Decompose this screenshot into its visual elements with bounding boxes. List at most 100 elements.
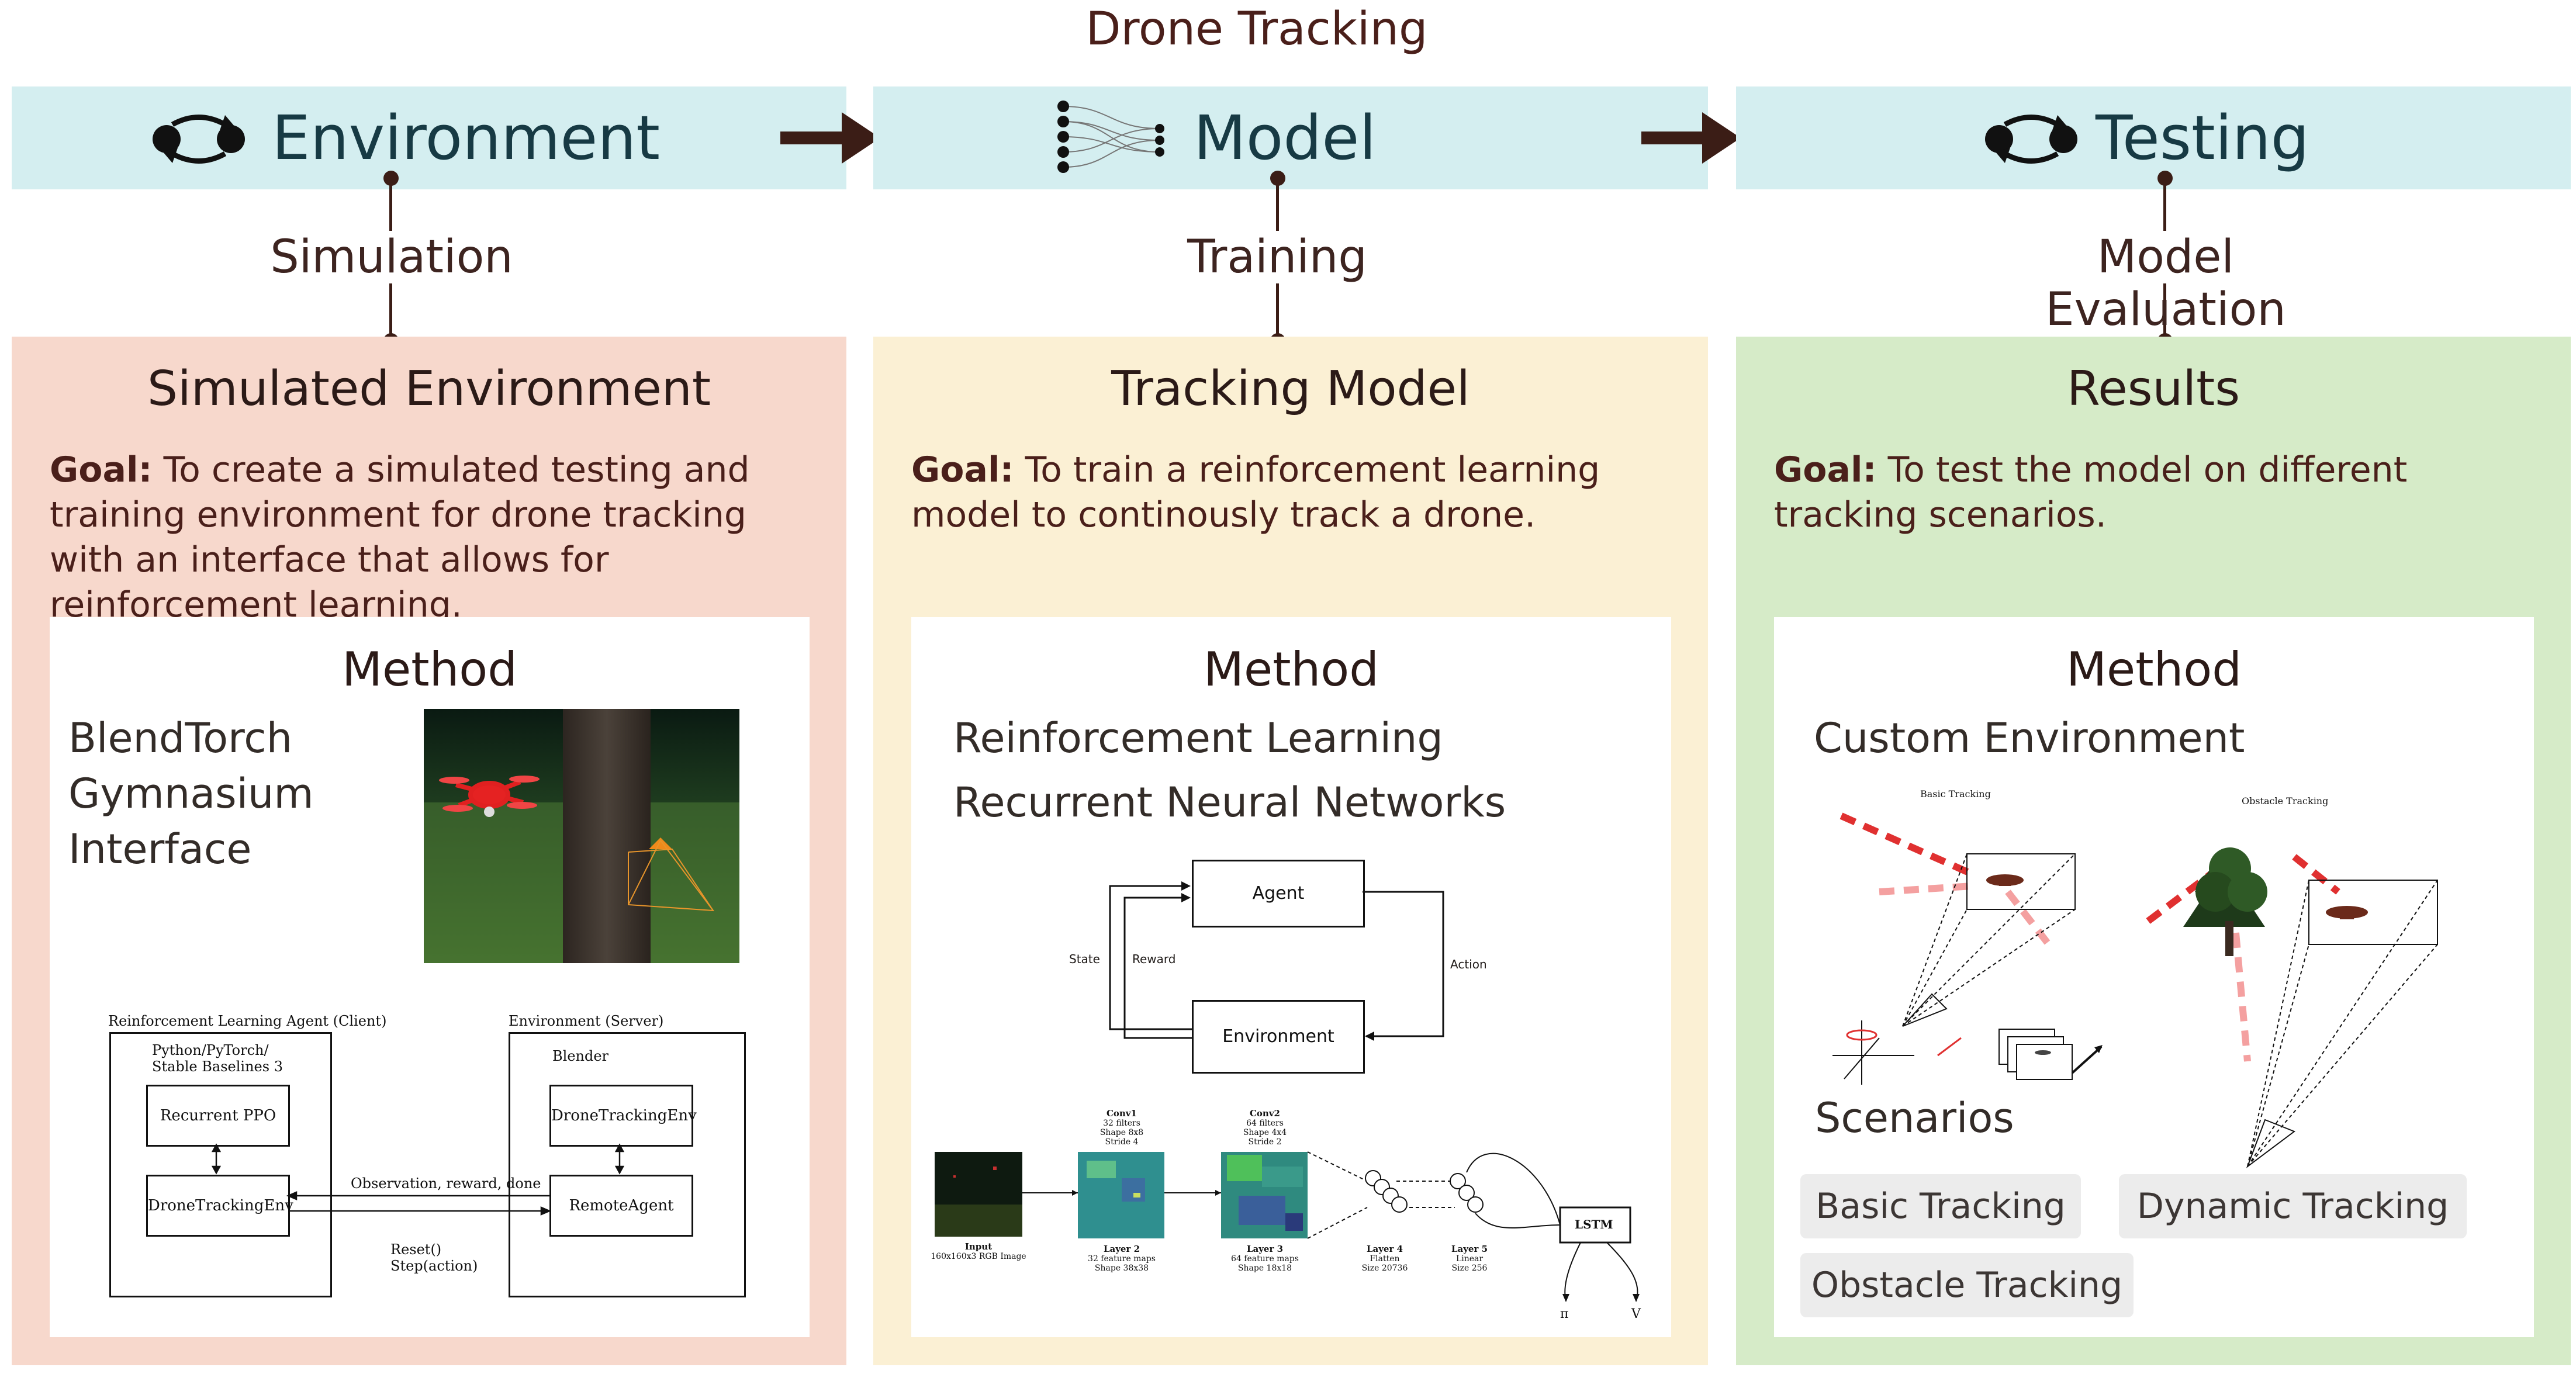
flow-arrow-shaft-2 bbox=[1641, 131, 1706, 144]
layer5-line: Linear bbox=[1455, 1254, 1484, 1264]
method-title: Method bbox=[1203, 642, 1379, 697]
rl-loop-arrows bbox=[1109, 881, 1444, 1041]
method-item: Interface bbox=[68, 825, 252, 873]
diagram-title: Drone Tracking bbox=[1085, 3, 1428, 56]
method-title: Method bbox=[2066, 642, 2242, 697]
layer4-line: Size 20736 bbox=[1361, 1264, 1408, 1273]
connector-dot bbox=[1270, 171, 1285, 186]
layer3-title: Layer 3 bbox=[1246, 1244, 1284, 1254]
client-subtitle: Stable Baselines 3 bbox=[152, 1058, 283, 1075]
conv2-line: Stride 2 bbox=[1248, 1137, 1282, 1147]
agent-box: Agent bbox=[1192, 860, 1365, 927]
goal-description: To create a simulated testing and traini… bbox=[50, 449, 750, 625]
layer5-line: Size 256 bbox=[1451, 1264, 1488, 1273]
recurrent-ppo-box: Recurrent PPO bbox=[146, 1085, 290, 1147]
panel-simulated-environment: Simulated Environment Goal: To create a … bbox=[12, 337, 846, 1365]
method-card: Method Custom Environment Basic Tracking… bbox=[1774, 617, 2534, 1337]
environment-box: Environment bbox=[1192, 1000, 1365, 1074]
output-pi: π bbox=[1560, 1307, 1569, 1321]
layer4-line: Flatten bbox=[1370, 1254, 1400, 1264]
layer2-line: 32 feature maps bbox=[1088, 1254, 1156, 1264]
connector-dot bbox=[383, 171, 399, 186]
network-diagram bbox=[935, 1151, 1640, 1302]
remote-agent-box: RemoteAgent bbox=[549, 1175, 693, 1237]
server-box bbox=[509, 1032, 746, 1297]
server-subtitle: Blender bbox=[552, 1048, 609, 1064]
reward-label: Reward bbox=[1132, 952, 1176, 966]
method-card: Method Reinforcement Learning Recurrent … bbox=[911, 617, 1671, 1337]
conv1-line: Stride 4 bbox=[1105, 1137, 1139, 1147]
scenario-illustrations bbox=[1832, 812, 2438, 1168]
step-testing-label: Testing bbox=[2096, 102, 2309, 174]
method-item: BlendTorch bbox=[68, 714, 293, 762]
goal-label: Goal: bbox=[50, 449, 153, 490]
scenarios-title: Scenarios bbox=[1815, 1094, 2014, 1142]
input-title: Input bbox=[964, 1241, 993, 1252]
conv1-title: Conv1 bbox=[1106, 1108, 1137, 1119]
conv1-line: Shape 8x8 bbox=[1099, 1128, 1144, 1137]
goal-text: Goal: To train a reinforcement learning … bbox=[911, 448, 1689, 538]
goal-label: Goal: bbox=[911, 449, 1014, 490]
cycle-icon bbox=[153, 115, 245, 164]
step-model-label: Model bbox=[1194, 102, 1377, 174]
message-reset: Reset() bbox=[390, 1241, 442, 1258]
step-testing-bar: Testing bbox=[1736, 86, 2571, 189]
stage-training: Training bbox=[1163, 231, 1391, 283]
panel-title: Results bbox=[2066, 361, 2240, 417]
method-item: Reinforcement Learning bbox=[953, 714, 1443, 762]
scenario-obstacle-tracking: Obstacle Tracking bbox=[1800, 1253, 2134, 1317]
cycle-icon bbox=[1985, 115, 2077, 164]
client-subtitle: Python/PyTorch/ bbox=[152, 1042, 269, 1058]
input-subtitle: 160x160x3 RGB Image bbox=[931, 1252, 1026, 1261]
layer3-line: Shape 18x18 bbox=[1237, 1264, 1292, 1273]
server-title: Environment (Server) bbox=[509, 1013, 664, 1029]
panel-results: Results Goal: To test the model on diffe… bbox=[1736, 337, 2571, 1365]
state-label: State bbox=[1069, 952, 1100, 966]
flow-arrow-2 bbox=[1702, 112, 1741, 164]
conv1-line: 32 filters bbox=[1103, 1119, 1140, 1128]
layer4-title: Layer 4 bbox=[1366, 1244, 1403, 1254]
layer2-line: Shape 38x38 bbox=[1094, 1264, 1149, 1273]
stage-model-evaluation: Model Evaluation bbox=[1976, 231, 2356, 336]
flow-arrow-shaft-1 bbox=[780, 131, 845, 144]
step-model-bar: Model bbox=[873, 86, 1708, 189]
conv2-line: 64 filters bbox=[1246, 1119, 1284, 1128]
panel-title: Simulated Environment bbox=[147, 361, 711, 417]
panel-title: Tracking Model bbox=[1111, 361, 1470, 417]
message-observation: Observation, reward, done bbox=[351, 1175, 541, 1192]
client-title: Reinforcement Learning Agent (Client) bbox=[108, 1013, 387, 1029]
method-item: Recurrent Neural Networks bbox=[953, 778, 1506, 826]
output-v: V bbox=[1631, 1307, 1641, 1321]
step-environment-label: Environment bbox=[272, 102, 661, 174]
lstm-label: LSTM bbox=[1575, 1217, 1613, 1231]
connector-dot bbox=[2157, 171, 2173, 186]
goal-description: To test the model on different tracking … bbox=[1774, 449, 2408, 535]
method-item: Custom Environment bbox=[1814, 714, 2245, 762]
method-item: Gymnasium bbox=[68, 770, 314, 818]
panel-tracking-model: Tracking Model Goal: To train a reinforc… bbox=[873, 337, 1708, 1365]
conv2-title: Conv2 bbox=[1249, 1108, 1280, 1119]
server-env-box: DroneTrackingEnv bbox=[549, 1085, 697, 1147]
method-card: Method BlendTorch Gymnasium Interface bbox=[50, 617, 810, 1337]
neural-network-icon bbox=[1057, 101, 1164, 173]
goal-description: To train a reinforcement learning model … bbox=[911, 449, 1600, 535]
client-env-box: DroneTrackingEnv bbox=[146, 1175, 293, 1237]
method-title: Method bbox=[341, 642, 518, 697]
message-step: Step(action) bbox=[390, 1258, 478, 1274]
architecture-arrows bbox=[211, 1143, 625, 1216]
scenario-basic-tracking: Basic Tracking bbox=[1800, 1174, 2081, 1238]
client-box bbox=[109, 1032, 332, 1297]
simulation-render-image bbox=[424, 709, 739, 963]
layer3-line: 64 feature maps bbox=[1231, 1254, 1299, 1264]
basic-tracking-caption: Basic Tracking bbox=[1920, 788, 1991, 800]
scenario-dynamic-tracking: Dynamic Tracking bbox=[2119, 1174, 2467, 1238]
layer2-title: Layer 2 bbox=[1103, 1244, 1140, 1254]
layer5-title: Layer 5 bbox=[1451, 1244, 1488, 1254]
step-environment-bar: Environment bbox=[12, 86, 846, 189]
obstacle-tracking-caption: Obstacle Tracking bbox=[2242, 795, 2329, 807]
goal-text: Goal: To test the model on different tra… bbox=[1774, 448, 2551, 538]
action-label: Action bbox=[1450, 957, 1487, 971]
stage-simulation: Simulation bbox=[251, 231, 532, 283]
goal-label: Goal: bbox=[1774, 449, 1877, 490]
goal-text: Goal: To create a simulated testing and … bbox=[50, 448, 827, 628]
